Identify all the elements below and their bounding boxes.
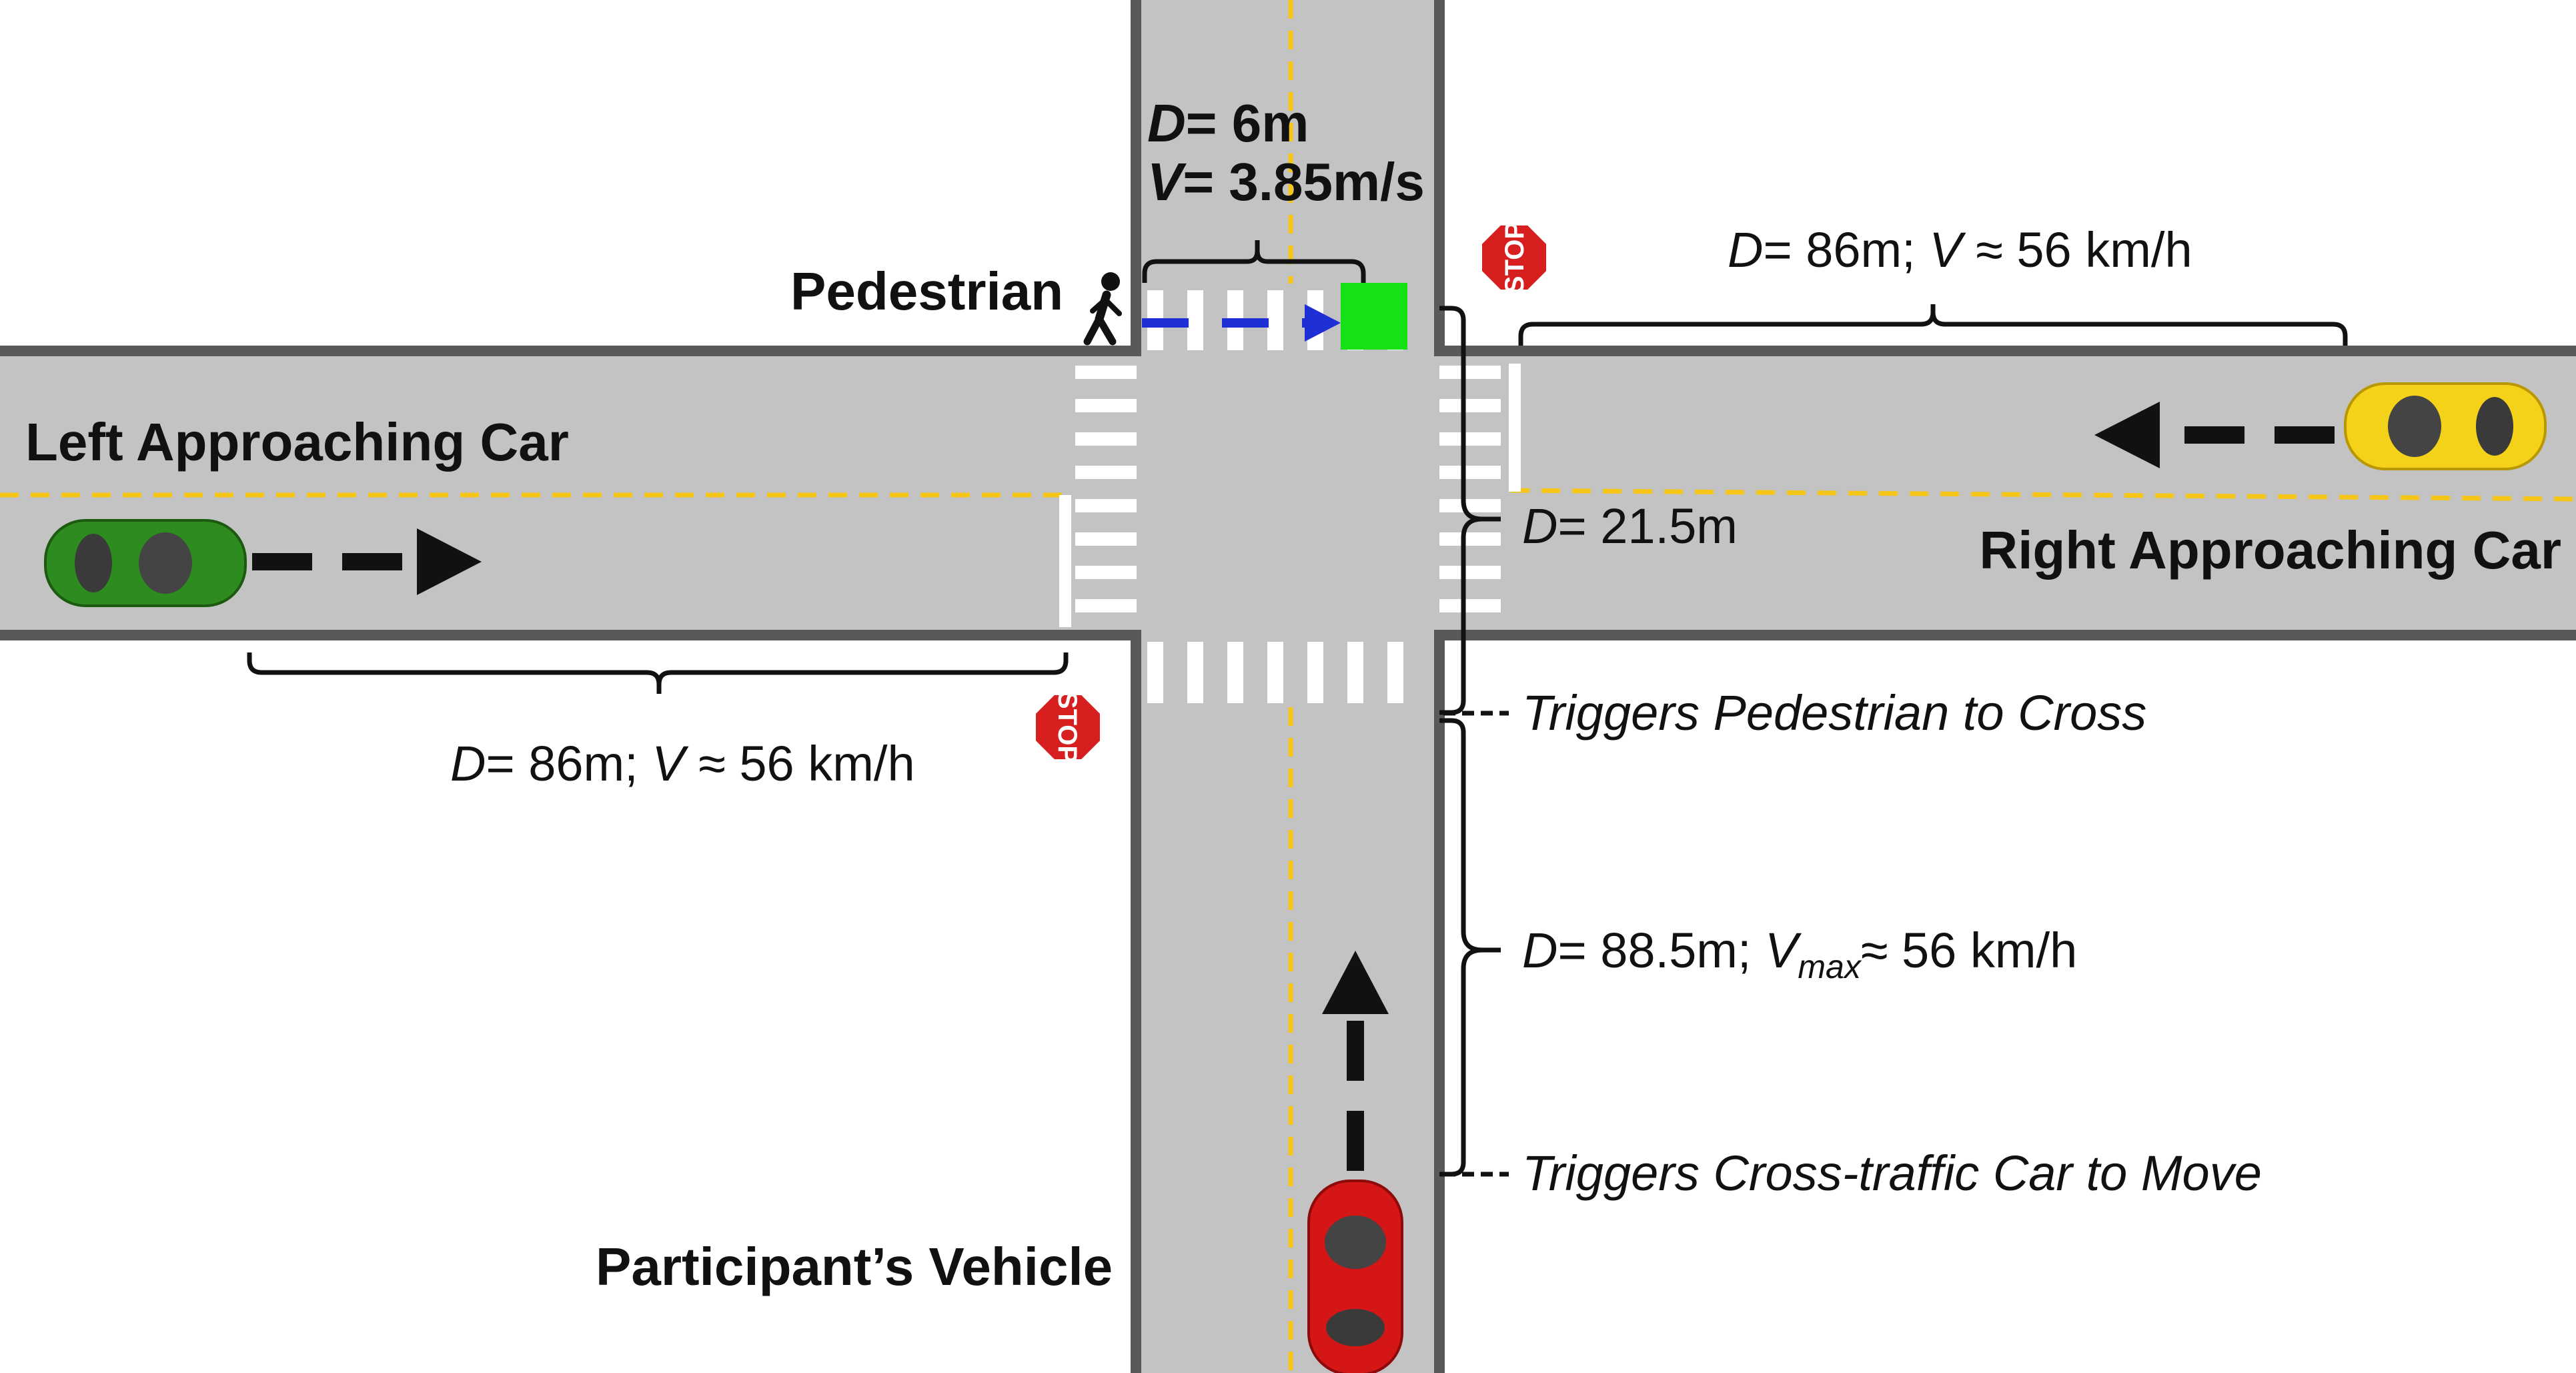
crosswalk-right [1439, 366, 1501, 612]
stop-sign-icon [1033, 693, 1103, 762]
stop-sign-top-right: STOP [1479, 221, 1549, 294]
brace-right-distance [1518, 304, 2348, 346]
stop-sign-text: STOP [1053, 691, 1082, 763]
crosswalk-bottom [1147, 642, 1403, 703]
trigger-cross-traffic-label: Triggers Cross-traffic Car to Move [1522, 1146, 2262, 1201]
crosswalk-left [1075, 366, 1137, 612]
left-approaching-car [44, 519, 247, 607]
trigger-pedestrian-label: Triggers Pedestrian to Cross [1522, 685, 2146, 741]
participant-vehicle-label: Participant’s Vehicle [596, 1237, 1113, 1296]
pedestrian-distance-label: D= 6m [1147, 93, 1309, 153]
brace-pedestrian-distance [1142, 240, 1366, 283]
right-car-arrow [2094, 402, 2335, 468]
stop-sign-text: STOP [1500, 221, 1529, 294]
walking-person-icon [1083, 272, 1122, 346]
brace-approach-distance [1439, 718, 1501, 1177]
right-approaching-car [2344, 382, 2547, 470]
participant-vehicle [1307, 1180, 1403, 1373]
pedestrian-speed-label: V= 3.85m/s [1147, 152, 1425, 211]
left-car-arrow [252, 528, 482, 595]
trigger-ticks [1443, 711, 1509, 1177]
left-car-label: Left Approaching Car [25, 412, 569, 472]
right-car-label: Right Approaching Car [1979, 520, 2561, 580]
cross-distance-label: D= 21.5m [1522, 498, 1738, 554]
pedestrian-target-square [1341, 283, 1407, 350]
pedestrian-path [1142, 283, 1407, 350]
pedestrian-label: Pedestrian [790, 262, 1063, 321]
stop-sign-bottom-left: STOP [1033, 691, 1103, 763]
brace-left-distance [247, 652, 1069, 694]
left-distance-label: D= 86m; V ≈ 56 km/h [450, 736, 915, 791]
braces [247, 240, 2348, 1177]
right-distance-label: D= 86m; V ≈ 56 km/h [1728, 222, 2192, 278]
brace-cross-distance [1439, 306, 1501, 715]
participant-arrow [1322, 951, 1389, 1171]
stop-lines [1059, 364, 1521, 627]
approach-distance-label: D= 88.5m; Vmax≈ 56 km/h [1522, 923, 2077, 985]
stop-sign-icon [1479, 223, 1549, 292]
